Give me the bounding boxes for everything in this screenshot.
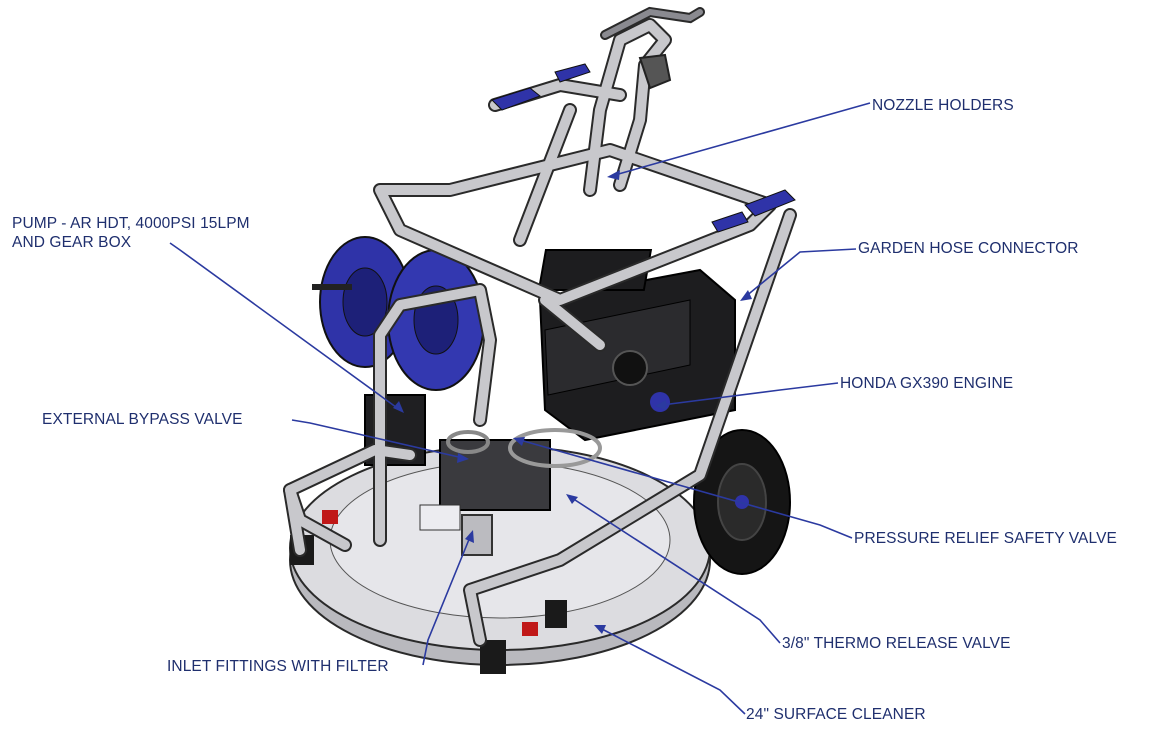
label-pump-line1: PUMP - AR HDT, 4000PSI 15LPM (12, 215, 250, 232)
leader-honda-engine (661, 382, 839, 406)
label-external-bypass-valve: EXTERNAL BYPASS VALVE (42, 411, 243, 428)
nozzle-holder-clips (491, 63, 796, 233)
label-inlet-fittings: INLET FITTINGS WITH FILTER (167, 658, 389, 675)
leader-thermo-release (571, 497, 781, 644)
leader-lines (169, 102, 871, 715)
surface-cleaner-deck (289, 445, 711, 666)
label-nozzle-holders: NOZZLE HOLDERS (872, 97, 1014, 114)
red-reflector (322, 510, 338, 524)
leader-pump (169, 242, 401, 411)
leader-surface-cleaner (599, 627, 746, 715)
leader-garden-hose (744, 248, 857, 298)
leader-nozzle-holders (614, 102, 871, 176)
engine (537, 249, 736, 442)
spray-gun (600, 6, 705, 90)
label-honda-engine: HONDA GX390 ENGINE (840, 375, 1014, 392)
leader-inlet-fittings (422, 536, 471, 666)
label-garden-hose-connector: GARDEN HOSE CONNECTOR (858, 240, 1079, 257)
frame (283, 18, 797, 647)
label-pump-line2: AND GEAR BOX (12, 234, 132, 251)
red-reflector (522, 622, 538, 636)
leader-pressure-relief (519, 439, 853, 539)
label-pressure-relief-valve: PRESSURE RELIEF SAFETY VALVE (854, 530, 1117, 547)
label-surface-cleaner: 24" SURFACE CLEANER (746, 706, 926, 723)
rear-wheel (693, 429, 791, 575)
leader-external-bypass (291, 419, 464, 459)
label-thermo-release-valve: 3/8" THERMO RELEASE VALVE (782, 635, 1011, 652)
